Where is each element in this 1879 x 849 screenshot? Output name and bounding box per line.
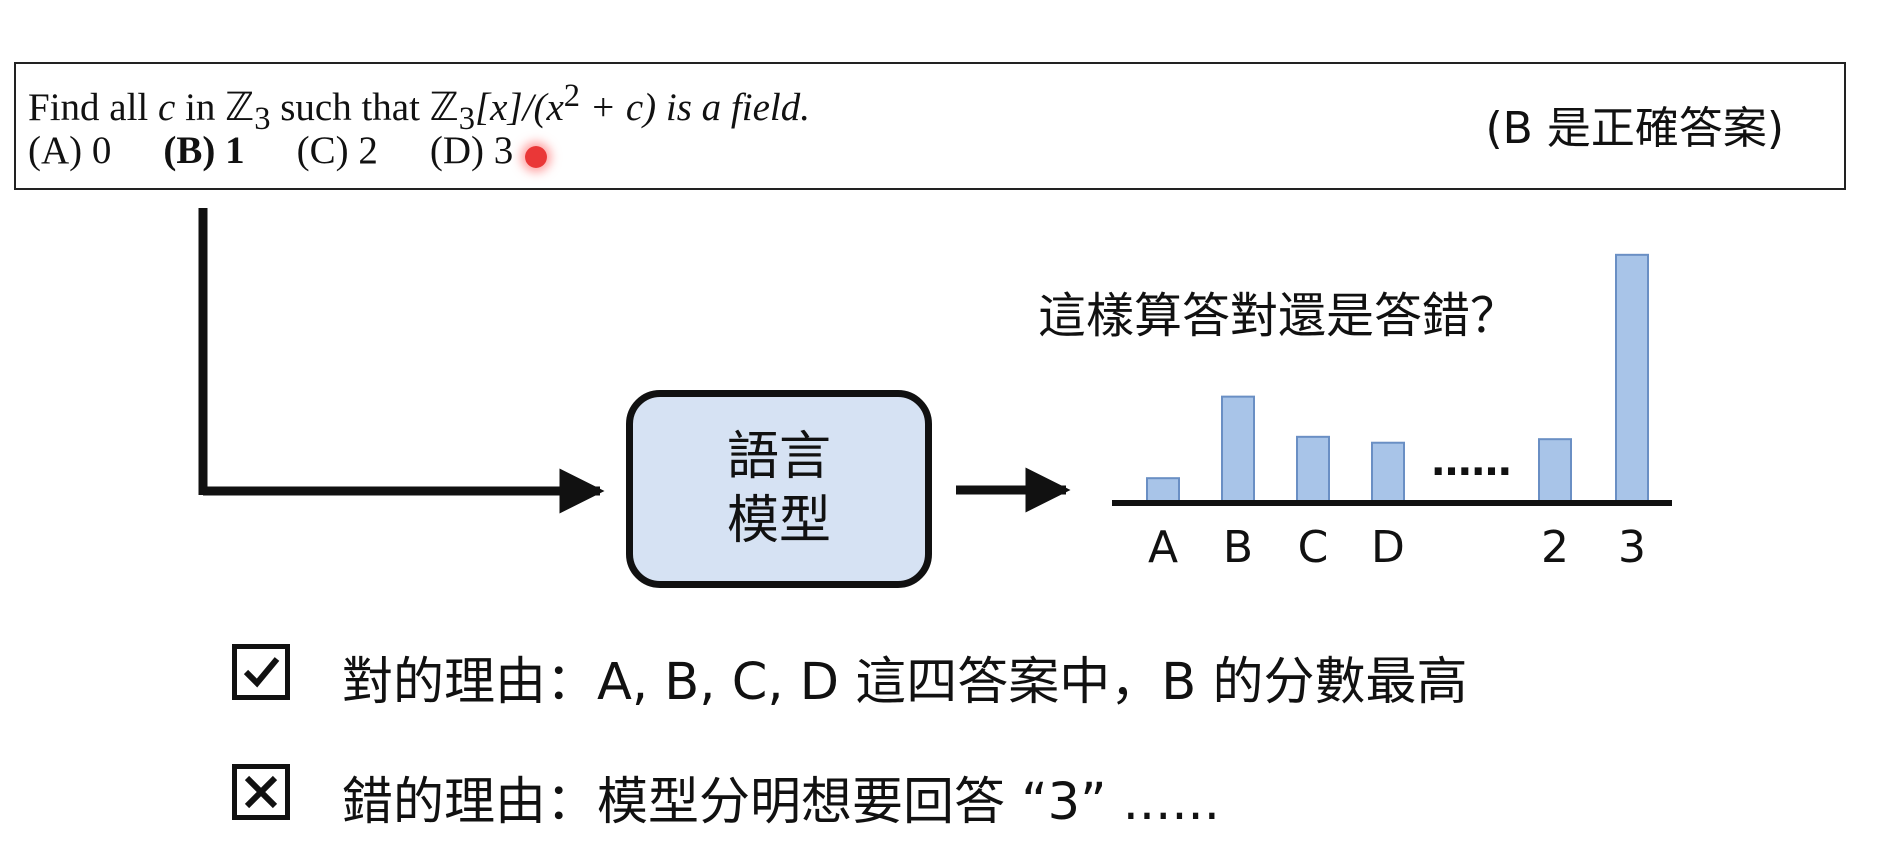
reason-right-text: 對的理由：A, B, C, D 這四答案中，B 的分數最高 (342, 653, 1468, 712)
q-var-c: c (158, 86, 176, 129)
tick-label-3: 3 (1618, 522, 1646, 573)
q-text-2: in ℤ (175, 86, 255, 129)
question-options: (A) 0 (B) 1 (C) 2 (D) 3 (28, 128, 565, 173)
bar-2 (1538, 438, 1572, 505)
tick-label-2: 2 (1541, 522, 1569, 573)
question-box: Find all c in ℤ3 such that ℤ3[x]/(x2 + c… (14, 62, 1846, 190)
option-c: (C) 2 (296, 129, 378, 172)
tick-label-D: D (1371, 522, 1405, 573)
laser-pointer-dot (525, 146, 547, 168)
bar-B (1221, 395, 1255, 504)
option-d: (D) 3 (429, 129, 514, 172)
bar-C (1296, 435, 1330, 504)
model-label-1: 語言 (726, 427, 831, 487)
bar-D (1371, 441, 1405, 504)
option-b: (B) 1 (163, 129, 245, 172)
bar-3 (1615, 253, 1649, 504)
q-sub-1: 3 (254, 100, 271, 137)
tick-label-C: C (1298, 522, 1329, 573)
q-text-3: such that ℤ (270, 86, 459, 129)
q-text-5: + c) is a field. (580, 86, 810, 129)
tick-label-B: B (1223, 522, 1253, 573)
q-sup: 2 (563, 78, 581, 114)
bar-A (1146, 477, 1180, 505)
reason-wrong-text: 錯的理由：模型分明想要回答 “3” ...... (342, 773, 1220, 832)
checkbox-checked-icon (232, 644, 290, 700)
correct-answer-note: (B 是正確答案) (1485, 103, 1784, 154)
chart-question-caption: 這樣算答對還是答錯？ (1038, 288, 1519, 344)
option-a: (A) 0 (28, 129, 112, 172)
q-text-4: [x]/(x (474, 86, 564, 129)
bar-ellipsis: …… (1432, 439, 1512, 485)
checkbox-x-icon (232, 764, 290, 820)
tick-label-A: A (1148, 522, 1178, 573)
question-text: Find all c in ℤ3 such that ℤ3[x]/(x2 + c… (28, 78, 810, 138)
q-sub-2: 3 (458, 100, 475, 137)
model-label-2: 模型 (726, 491, 831, 551)
q-text-1: Find all (28, 86, 159, 129)
language-model-box: 語言 模型 (626, 390, 932, 588)
